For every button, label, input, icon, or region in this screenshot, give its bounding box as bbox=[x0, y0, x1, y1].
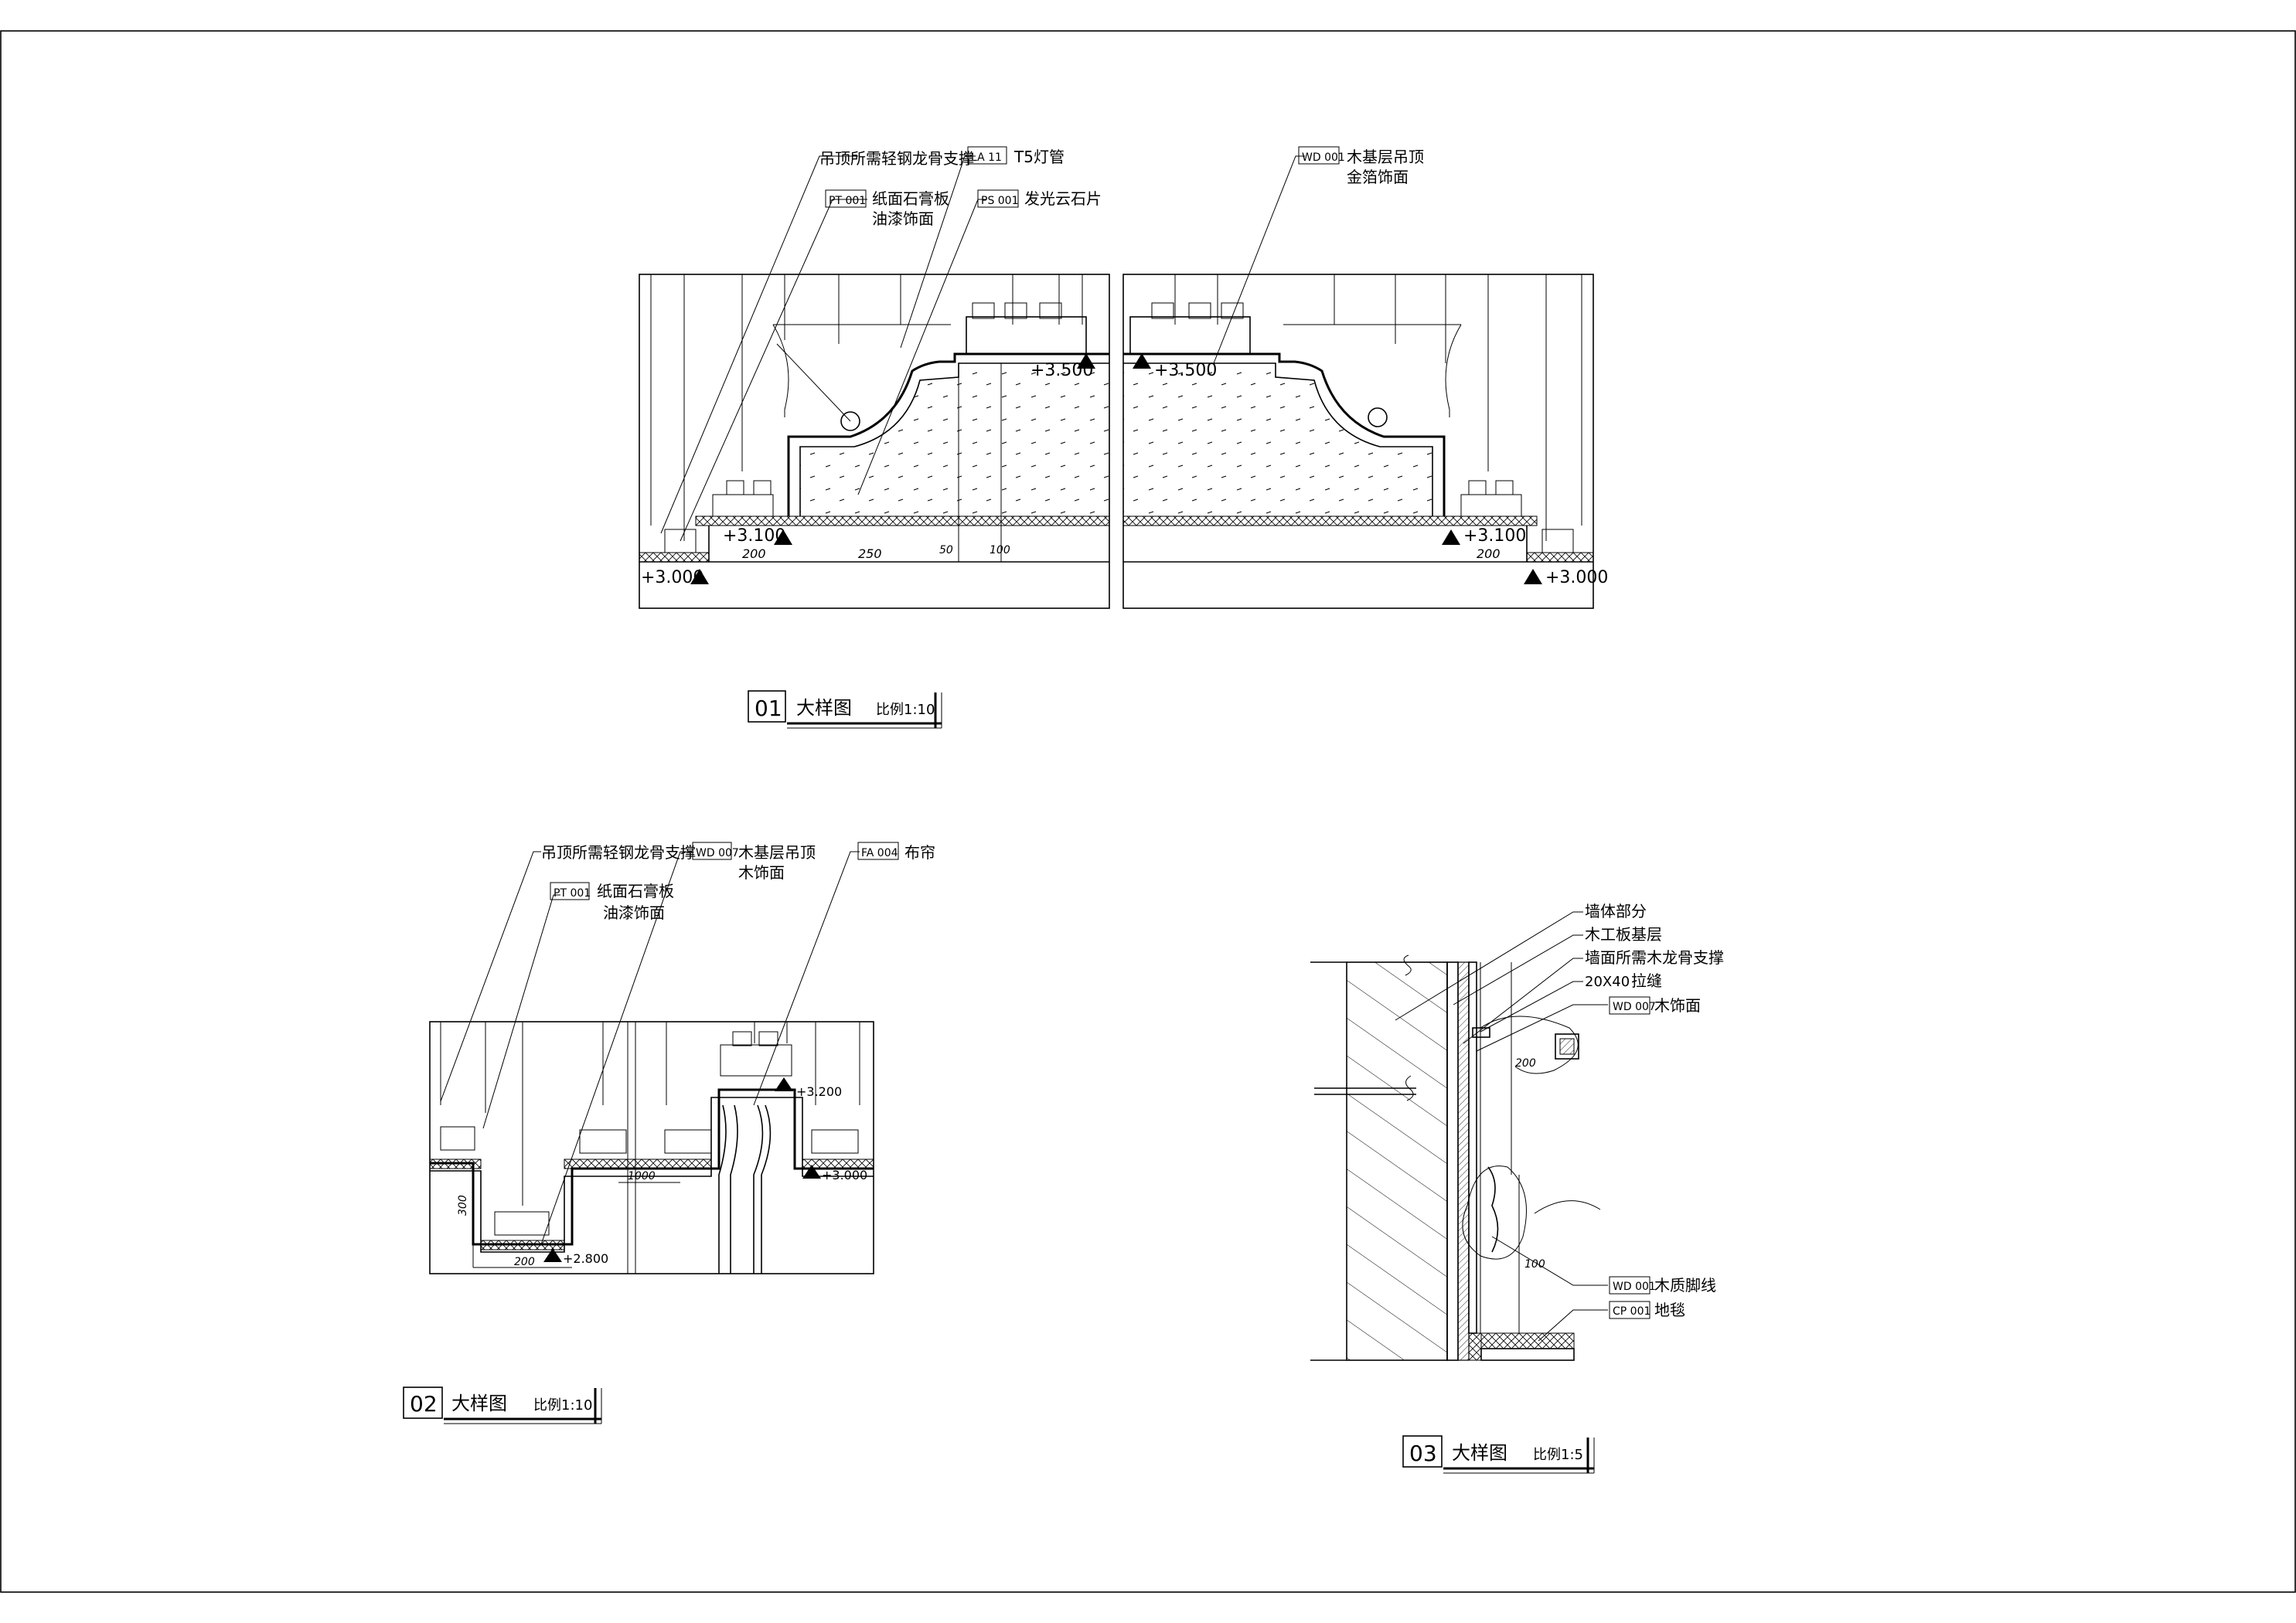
wood-finish-layer bbox=[1468, 961, 1477, 1334]
callout-board: 木工板基层 bbox=[1585, 925, 1662, 944]
detail-01-number: 01 bbox=[755, 696, 782, 721]
callout-wood-code-01: WD 001 bbox=[1302, 151, 1345, 164]
callout-support-02: 吊顶所需轻钢龙骨支撑 bbox=[541, 843, 696, 862]
callout-wood-line2-02: 木饰面 bbox=[738, 863, 785, 882]
level-3000-right: +3.000 bbox=[1545, 568, 1608, 587]
detail-01: +3.500 +3.500 +3.100 +3.100 +3.000 +3.00… bbox=[639, 146, 1608, 729]
detail-03-title: 大样图 bbox=[1452, 1442, 1507, 1464]
detail-01-scale: 比例1:10 bbox=[876, 702, 935, 718]
level-3000-02: +3.000 bbox=[822, 1168, 867, 1182]
level-3100-left: +3.100 bbox=[723, 526, 785, 546]
callout-wall: 墙体部分 bbox=[1585, 902, 1647, 920]
callout-gypsum-code-01: PT 001 bbox=[829, 195, 866, 207]
dim-50: 50 bbox=[939, 544, 953, 556]
t5-lamp-right bbox=[1368, 407, 1388, 427]
leaders-02 bbox=[440, 851, 860, 1245]
callout-gypsum-line1-01: 纸面石膏板 bbox=[872, 189, 949, 208]
dim-100: 100 bbox=[990, 544, 1010, 556]
detail-03-number: 03 bbox=[1409, 1441, 1437, 1466]
luminous-stone-right bbox=[1122, 362, 1433, 517]
gap-detail-enlarged bbox=[1555, 1033, 1579, 1060]
callout-lamp-code: LA 11 bbox=[971, 151, 1002, 164]
callout-gypsum-code-02: PT 001 bbox=[554, 887, 591, 900]
callout-gypsum-line2-01: 油漆饰面 bbox=[872, 209, 934, 228]
callout-finish-code: WD 007 bbox=[1613, 1001, 1656, 1013]
curtain bbox=[718, 1104, 772, 1274]
level-3500-right: +3.500 bbox=[1154, 361, 1217, 380]
callout-support-01: 吊顶所需轻钢龙骨支撑 bbox=[819, 149, 974, 168]
luminous-stone-left bbox=[799, 362, 1110, 517]
level-3500-left: +3.500 bbox=[1030, 361, 1093, 380]
callout-gypsum-line1-02: 纸面石膏板 bbox=[597, 882, 674, 900]
level-3200: +3.200 bbox=[796, 1084, 842, 1099]
coffer-outline-left bbox=[787, 352, 1109, 516]
keel-blocks-02 bbox=[440, 1031, 859, 1236]
callout-gypsum-line2-02: 油漆饰面 bbox=[603, 903, 665, 922]
callout-carpet-code: CP 001 bbox=[1613, 1305, 1650, 1318]
dim-300-02: 300 bbox=[457, 1195, 469, 1216]
sheet-border bbox=[0, 30, 2296, 1593]
level-2800: +2.800 bbox=[563, 1251, 608, 1266]
callout-gap: 拉缝 bbox=[1631, 971, 1662, 990]
callout-stone-code: PS 001 bbox=[981, 195, 1019, 207]
callout-curtain: 布帘 bbox=[904, 843, 935, 862]
carpet-layer bbox=[1480, 1332, 1575, 1349]
gypsum-ledge-right bbox=[1122, 515, 1538, 526]
callout-carpet: 地毯 bbox=[1654, 1301, 1685, 1319]
dim-200-02: 200 bbox=[514, 1256, 535, 1268]
detail-02-scale: 比例1:10 bbox=[533, 1397, 592, 1414]
plywood-layer bbox=[1446, 961, 1459, 1361]
detail-02-number: 02 bbox=[410, 1391, 438, 1417]
callout-skirting-code: WD 001 bbox=[1613, 1281, 1656, 1293]
gypsum-ledge-left bbox=[695, 515, 1110, 526]
detail-03: 200 100 墙体部分 木工板基层 墙面所需木龙骨支撑 20X40 拉缝 WD… bbox=[1310, 902, 1724, 1474]
detail-02-frame bbox=[429, 1021, 874, 1274]
callout-wood-line1-02: 木基层吊顶 bbox=[738, 843, 816, 862]
coffer-outline-right bbox=[1123, 352, 1446, 516]
light-box-right bbox=[1129, 316, 1251, 355]
callout-stone: 发光云石片 bbox=[1024, 189, 1102, 208]
detail-02: +3.200 +3.000 +2.800 200 300 1000 吊顶所需轻钢… bbox=[403, 842, 935, 1424]
detail-02-title: 大样图 bbox=[451, 1393, 507, 1414]
light-box-left bbox=[966, 316, 1087, 355]
wood-keel-layer bbox=[1457, 961, 1470, 1361]
keel-blocks-01 bbox=[664, 480, 1574, 553]
t5-lamp-left bbox=[840, 411, 860, 431]
ceiling-beam-right bbox=[1445, 324, 1462, 417]
dim-250: 250 bbox=[858, 546, 882, 561]
dim-200-right: 200 bbox=[1477, 546, 1501, 561]
dim-1000: 1000 bbox=[628, 1170, 656, 1182]
leaders-03 bbox=[1395, 911, 1608, 1342]
ceiling-beam-left bbox=[772, 324, 789, 417]
callout-wood-code-02: WD 007 bbox=[696, 847, 739, 859]
callout-lamp: T5灯管 bbox=[1013, 148, 1065, 166]
hanger-rods-right bbox=[1174, 274, 1582, 541]
callout-wood-line1-01: 木基层吊顶 bbox=[1347, 148, 1424, 166]
callout-skirting: 木质脚线 bbox=[1654, 1276, 1716, 1295]
dim-200-left: 200 bbox=[742, 546, 766, 561]
callout-curtain-code: FA 004 bbox=[861, 847, 898, 859]
wall-section bbox=[1346, 961, 1448, 1361]
detail-01-title: 大样图 bbox=[796, 697, 852, 719]
callout-wood-line2-01: 金箔饰面 bbox=[1347, 168, 1409, 186]
detail-03-scale: 比例1:5 bbox=[1533, 1447, 1583, 1463]
dim-100-03: 100 bbox=[1524, 1258, 1545, 1271]
callout-finish: 木饰面 bbox=[1654, 996, 1701, 1015]
hanger-rods-02 bbox=[440, 1022, 860, 1206]
callout-gap-code: 20X40 bbox=[1585, 974, 1630, 990]
dim-200-03: 200 bbox=[1515, 1057, 1536, 1070]
hanger-rods-left bbox=[650, 274, 1083, 541]
callout-keel: 墙面所需木龙骨支撑 bbox=[1585, 948, 1724, 967]
level-3100-right: +3.100 bbox=[1463, 526, 1526, 546]
level-3000-left: +3.000 bbox=[641, 568, 703, 587]
